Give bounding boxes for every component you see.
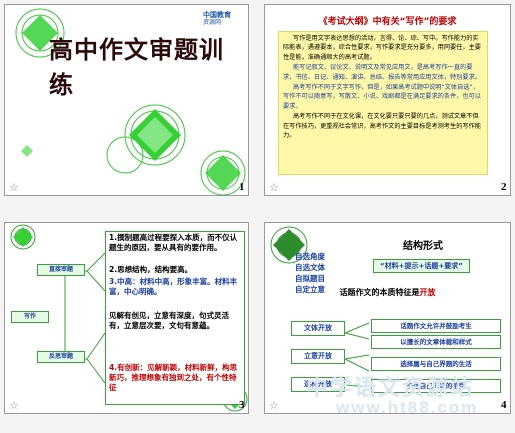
star-icon: ☆: [9, 399, 19, 412]
structure-title: 结构形式: [403, 241, 443, 252]
explanation-item: 以擅长的文章体裁和样式: [371, 335, 501, 349]
slide-1-title: 高中作文审题训练: [49, 35, 224, 99]
explanation-item: 选择属与自己界题的生活: [371, 357, 501, 371]
self-choice-list: 自选角度 自选文体 自拟题目 自定立意: [295, 251, 325, 295]
paragraph: 能写记叙文、议论文、说明文及常见应用文，是高考写作一直的要求，书信、日记、通知、…: [283, 64, 481, 81]
idea-open-label: 立意开放: [291, 349, 345, 364]
star-icon: ☆: [9, 181, 19, 194]
essence-subtitle: 话题作文的本质特征是开放: [339, 288, 436, 297]
star-icon: ☆: [269, 399, 279, 412]
point-5: 4.有创新：见解新颖，材料新鲜，构思新巧，推理想象有独到之处，有个性特征: [109, 363, 238, 392]
paragraph: 高考写作不同于文字写作，但是，如果高考试题中说明“文体自选”，写作不可以随意写，…: [283, 84, 481, 110]
style-open-label: 文体开放: [291, 321, 345, 336]
writing-tag: 写作: [11, 311, 49, 323]
direct-review-tag: 直接审题: [37, 264, 85, 276]
list-item: 自选角度: [295, 252, 325, 261]
list-item: 自拟题目: [295, 274, 325, 283]
slide-4-thumbnail[interactable]: 自选角度 自选文体 自拟题目 自定立意 结构形式 “材料+提示+话题+要求” 话…: [264, 222, 511, 414]
slide-number: 1: [239, 181, 245, 193]
list-item: 自定立意: [295, 285, 325, 294]
content-box: [105, 231, 245, 405]
material-open-label: 选材开放: [291, 377, 345, 392]
point-2: 2.思想结构，结构要高。: [109, 265, 193, 274]
explanation-item: 话题作文允许并鼓励考生: [371, 319, 501, 333]
green-diamond-decoration: [270, 226, 370, 388]
list-item: 自选文体: [295, 263, 325, 272]
star-icon: ☆: [269, 181, 279, 194]
slide-number: 2: [501, 181, 507, 193]
point-3: 3.中高：材料中高，形象丰富。材料丰富，中心明确。: [109, 277, 238, 296]
slide-number: 3: [239, 399, 245, 411]
paragraph: 高考写作不同于在文化课，在文化要只要只要的几点，测试文章不但在写作技巧，更重视社…: [283, 113, 481, 140]
green-diamond-decoration: [15, 8, 246, 195]
structure-formula: “材料+提示+话题+要求”: [373, 259, 470, 273]
paragraph: 写作是用文字表达思想的活动，言得、论、综、写中。写作能力的实际能表，遇遵要本，综…: [283, 35, 481, 61]
requirements-text-box: 写作是用文字表达思想的活动，言得、论、综、写中。写作能力的实际能表，遇遵要本，综…: [278, 31, 488, 175]
explanation-item: 表达自己真切的感受: [371, 379, 501, 393]
watermark-text: 中学语文资源站: [306, 376, 475, 401]
reflect-review-tag: 反思审题: [37, 351, 85, 363]
slide-number: 4: [501, 399, 507, 411]
point-1: 1.撰制题高过程要探入本质，而不仅认题生的原因，要从具有的要作用。: [109, 233, 238, 252]
slide-3-thumbnail[interactable]: 直接审题 写作 反思审题 1.撰制题高过程要探入本质，而不仅认题生的原因，要从具…: [4, 222, 249, 414]
slide-2-heading: 《考试大纲》中有关“写作”的要求: [318, 17, 457, 27]
point-4: 见解有创见，立意有深度，句式灵活有，立意层次要，文句有意蕴。: [109, 311, 229, 330]
logo: 中国教育资源网: [203, 11, 231, 27]
slide-1-thumbnail[interactable]: 中国教育资源网 高中作文审题训练 ☆ 1: [4, 4, 249, 196]
watermark-url: www.ht88.com: [336, 398, 479, 417]
slide-2-thumbnail[interactable]: 《考试大纲》中有关“写作”的要求 写作是用文字表达思想的活动，言得、论、综、写中…: [264, 4, 511, 196]
